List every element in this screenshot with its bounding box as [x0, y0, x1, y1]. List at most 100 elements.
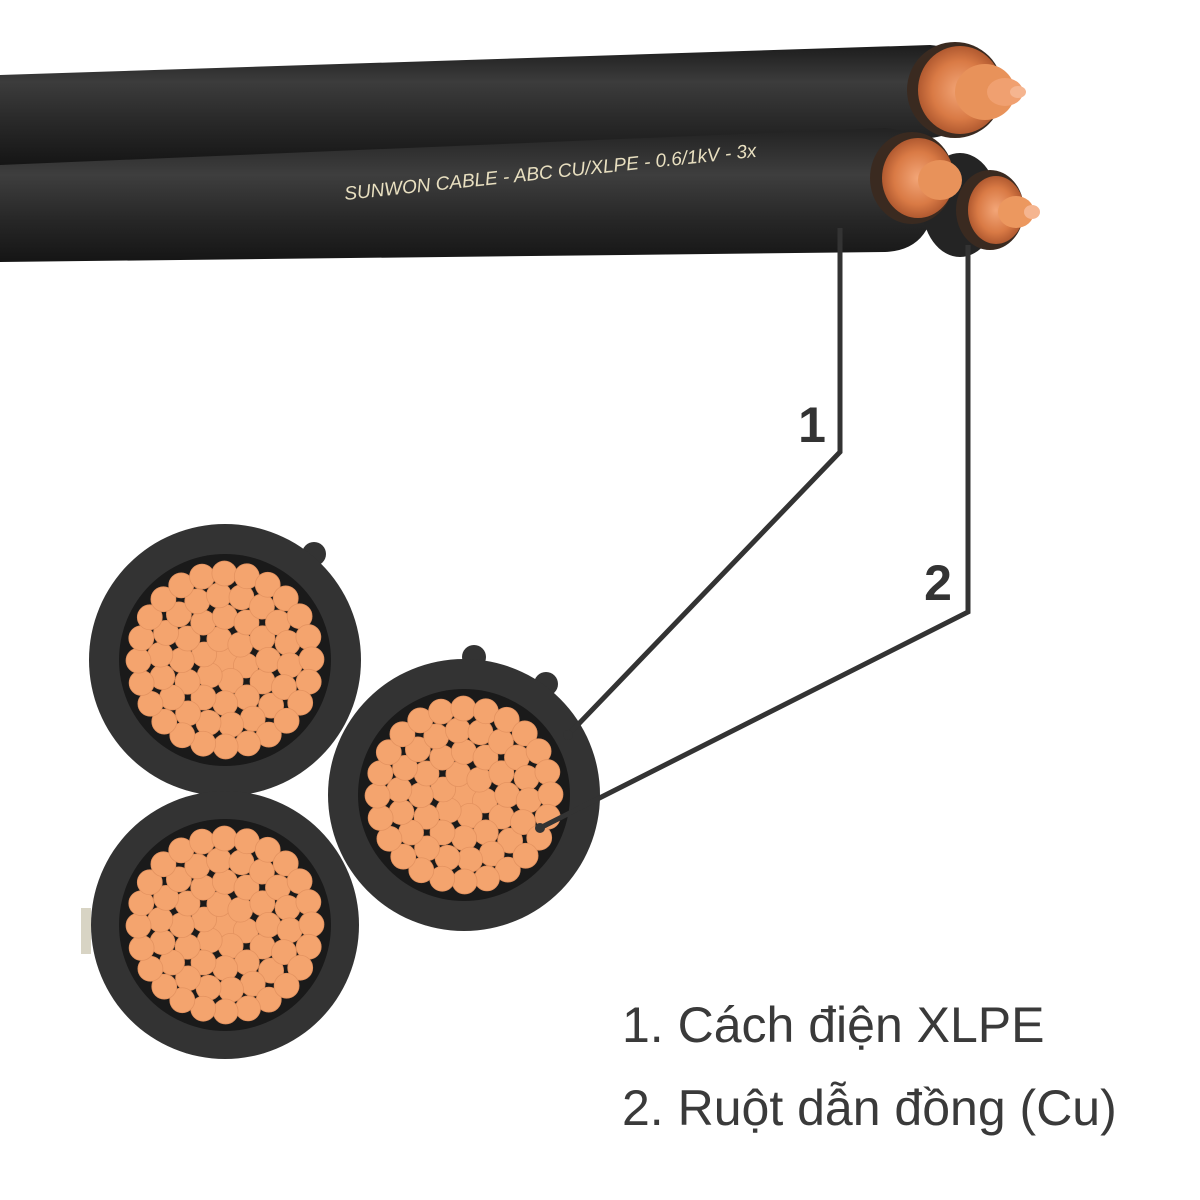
copper-strand	[407, 782, 434, 809]
copper-strand	[445, 717, 471, 744]
copper-strand	[211, 868, 238, 895]
copper-strand	[211, 560, 238, 587]
copper-strand	[510, 809, 536, 835]
copper-strand	[189, 828, 215, 855]
leader-line-2-end	[535, 823, 545, 833]
copper-strand	[125, 912, 152, 939]
conductor-end-middle	[870, 132, 962, 224]
copper-strand	[227, 631, 254, 658]
copper-strand	[271, 674, 297, 700]
copper-strand	[392, 755, 418, 781]
legend-text: Ruột dẫn đồng (Cu)	[677, 1080, 1117, 1136]
copper-strand	[276, 917, 303, 944]
copper-strand	[272, 585, 299, 612]
copper-strand	[512, 842, 539, 869]
copper-strand	[233, 874, 260, 901]
copper-strand	[466, 766, 493, 793]
legend-item-conductor: 2. Ruột dẫn đồng (Cu)	[622, 1083, 1182, 1133]
leader-line-1	[566, 228, 843, 737]
legend-number: 1.	[622, 997, 664, 1053]
copper-strand	[429, 819, 456, 846]
copper-strand	[273, 972, 300, 999]
copper-strand	[494, 781, 521, 808]
copper-strand	[235, 995, 261, 1022]
copper-strand	[272, 850, 299, 877]
copper-strand	[206, 847, 232, 874]
legend-number: 2.	[622, 1080, 664, 1136]
copper-strand	[190, 684, 217, 711]
cable-lower-sheath	[0, 128, 935, 262]
copper-strand	[212, 955, 239, 982]
copper-strand	[367, 805, 394, 831]
copper-strand	[255, 911, 282, 938]
copper-strand	[457, 846, 483, 873]
callout-number-1: 1	[798, 397, 826, 453]
copper-strand	[147, 906, 174, 933]
core-bottom-left	[91, 791, 359, 1059]
copper-strand	[428, 698, 454, 725]
copper-strand	[136, 869, 163, 896]
copper-strand	[287, 689, 314, 716]
copper-strand	[472, 744, 499, 771]
copper-strand	[287, 954, 314, 981]
copper-strand	[295, 624, 322, 650]
copper-strand	[206, 582, 232, 609]
leader-line-1-end	[563, 730, 573, 740]
copper-strand	[212, 998, 239, 1025]
cable-cross-section	[81, 524, 600, 1059]
copper-strand	[190, 949, 217, 976]
legend-text: Cách điện XLPE	[677, 997, 1045, 1053]
copper-strand	[128, 935, 155, 961]
copper-strand	[211, 603, 238, 630]
copper-strand	[295, 889, 322, 915]
copper-strand	[389, 721, 416, 748]
copper-strand	[136, 604, 163, 631]
copper-strand	[125, 647, 152, 674]
copper-strand	[150, 586, 177, 613]
copper-strand	[450, 695, 477, 722]
copper-strand	[276, 652, 303, 679]
copper-strand	[227, 896, 254, 923]
callout-number-2: 2	[924, 555, 952, 611]
copper-strand	[218, 976, 244, 1003]
copper-strand	[255, 646, 282, 673]
copper-strand	[537, 781, 564, 808]
copper-strand	[511, 720, 538, 747]
copper-strand	[364, 782, 391, 809]
copper-strand	[271, 939, 297, 965]
copper-strand	[474, 865, 500, 892]
copper-strand	[298, 646, 325, 673]
conductor-end-upper	[907, 42, 1026, 138]
copper-strand	[235, 730, 261, 757]
copper-strand	[534, 759, 561, 785]
copper-strand	[493, 706, 520, 733]
copper-strand	[375, 739, 402, 766]
copper-strand	[515, 787, 542, 814]
copper-strand	[298, 911, 325, 938]
copper-strand	[168, 647, 195, 674]
copper-strand	[169, 722, 196, 749]
copper-strand	[212, 733, 239, 760]
core-top-left	[89, 524, 361, 796]
copper-strand	[450, 738, 477, 765]
copper-strand	[151, 973, 178, 1000]
copper-strand	[451, 868, 478, 895]
copper-strand	[147, 641, 174, 668]
copper-strand	[168, 912, 195, 939]
conductor-end-lower	[956, 170, 1040, 250]
copper-strand	[150, 851, 177, 878]
cable-3d-view: SUNWON CABLE - ABC CU/XLPE - 0.6/1kV - 3…	[0, 42, 1040, 262]
copper-strand	[233, 609, 260, 636]
copper-strand	[151, 708, 178, 735]
copper-strand	[218, 711, 244, 738]
leader-lines	[538, 228, 971, 831]
copper-strand	[212, 690, 239, 717]
copper-strand	[254, 836, 281, 863]
core-right	[328, 659, 600, 931]
copper-strand	[273, 707, 300, 734]
copper-strand	[153, 620, 179, 646]
separator-tab	[81, 908, 91, 954]
copper-strand	[390, 843, 417, 870]
copper-strand	[153, 885, 179, 911]
